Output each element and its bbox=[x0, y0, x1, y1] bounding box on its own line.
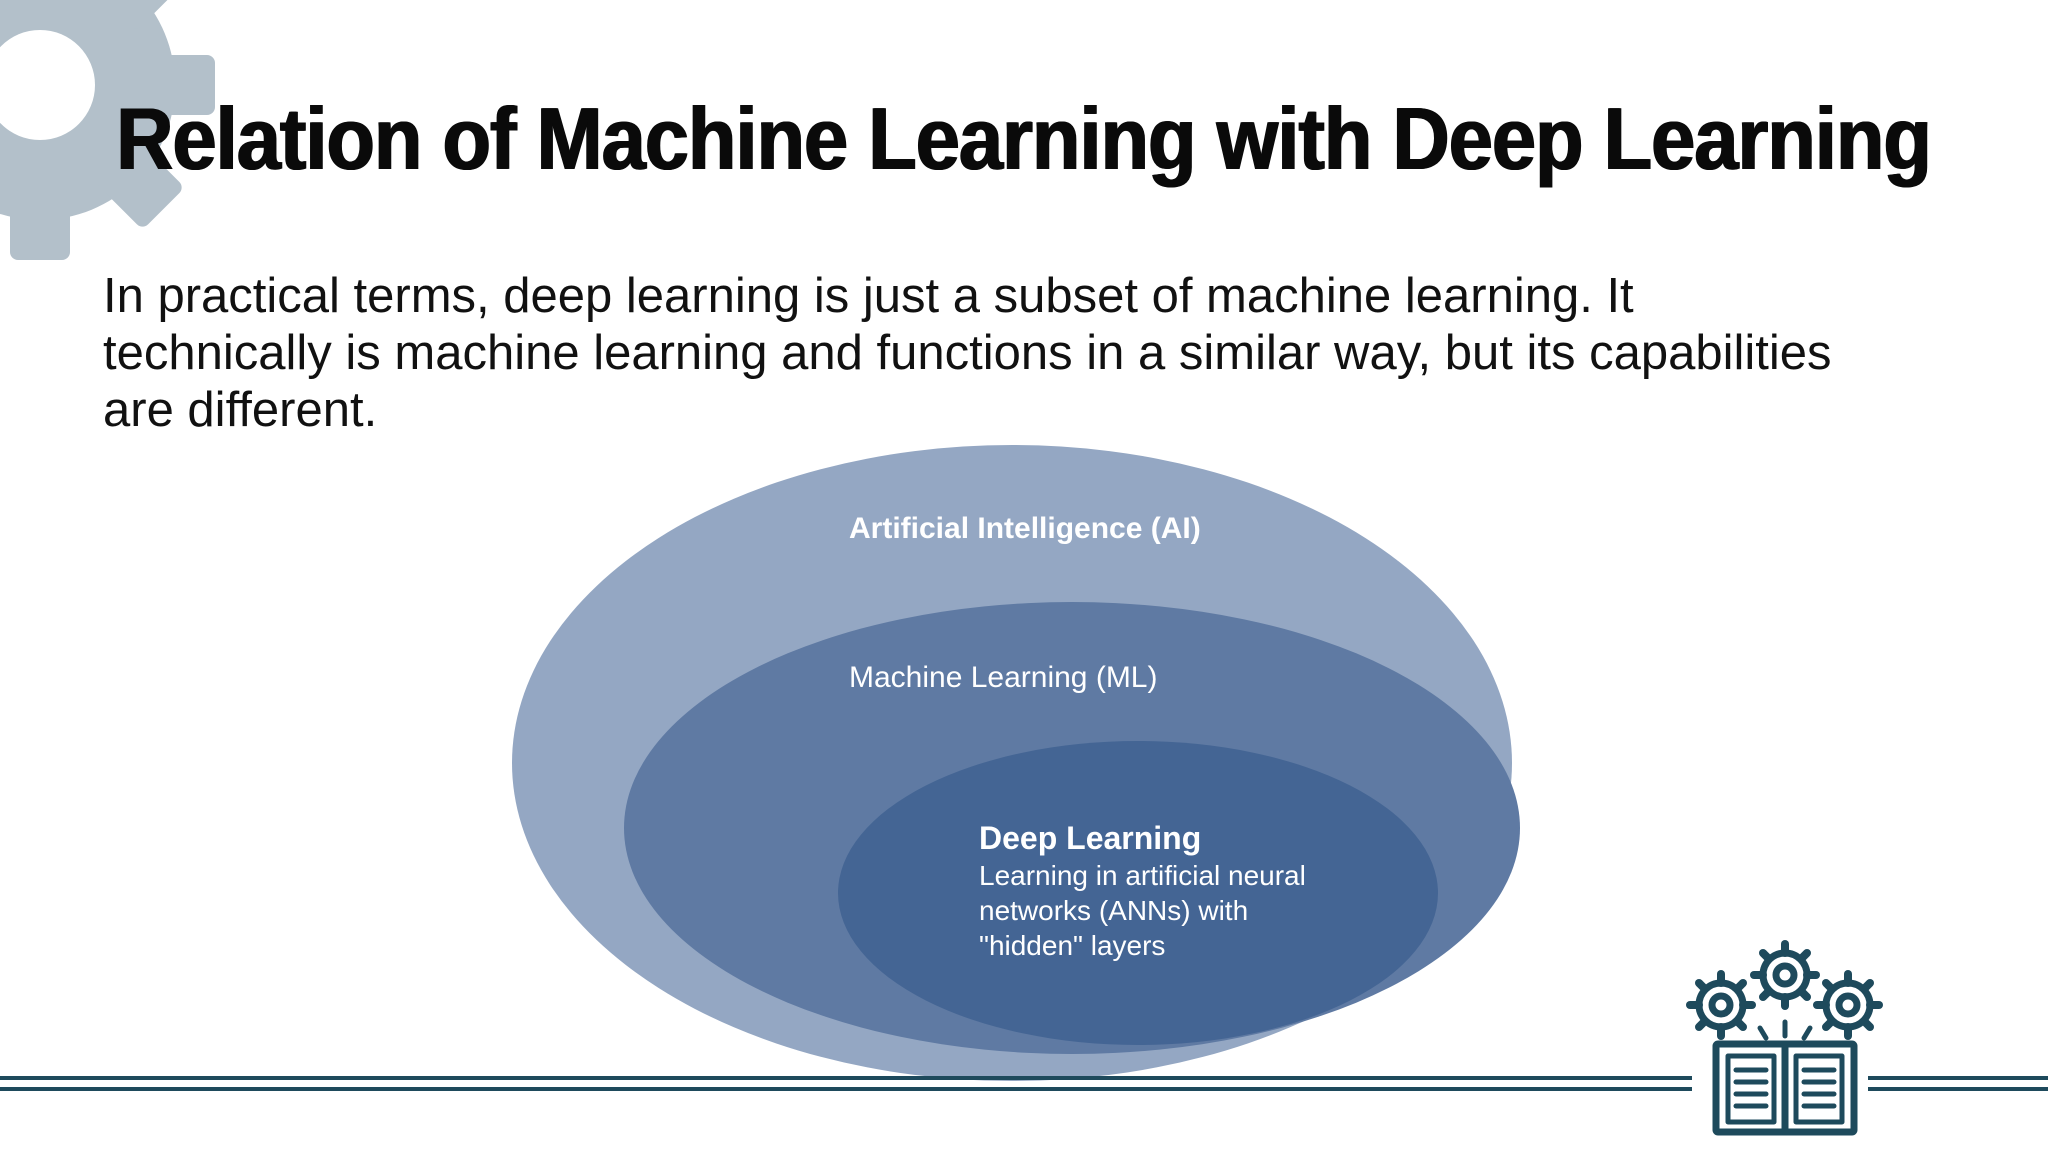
ai-ellipse-diagram: Artificial Intelligence (AI) Machine Lea… bbox=[512, 445, 1520, 1081]
dl-desc-line-3: "hidden" layers bbox=[979, 930, 1165, 961]
slide-title: Relation of Machine Learning with Deep L… bbox=[116, 89, 1932, 188]
gears-book-icon bbox=[1686, 940, 1883, 1136]
ml-label: Machine Learning (ML) bbox=[849, 661, 1157, 694]
footer-divider bbox=[0, 1076, 2048, 1091]
body-line-1: In practical terms, deep learning is jus… bbox=[103, 269, 1634, 323]
dl-desc-line-2: networks (ANNs) with bbox=[979, 895, 1248, 926]
gear-icon bbox=[0, 0, 215, 260]
dl-ellipse bbox=[838, 741, 1438, 1045]
slide-body-text: In practical terms, deep learning is jus… bbox=[103, 268, 1983, 439]
dl-desc-line-1: Learning in artificial neural bbox=[979, 860, 1306, 891]
ai-label: Artificial Intelligence (AI) bbox=[849, 512, 1201, 545]
body-line-3: are different. bbox=[103, 383, 378, 437]
body-line-2: technically is machine learning and func… bbox=[103, 326, 1832, 380]
dl-title: Deep Learning bbox=[979, 820, 1201, 856]
